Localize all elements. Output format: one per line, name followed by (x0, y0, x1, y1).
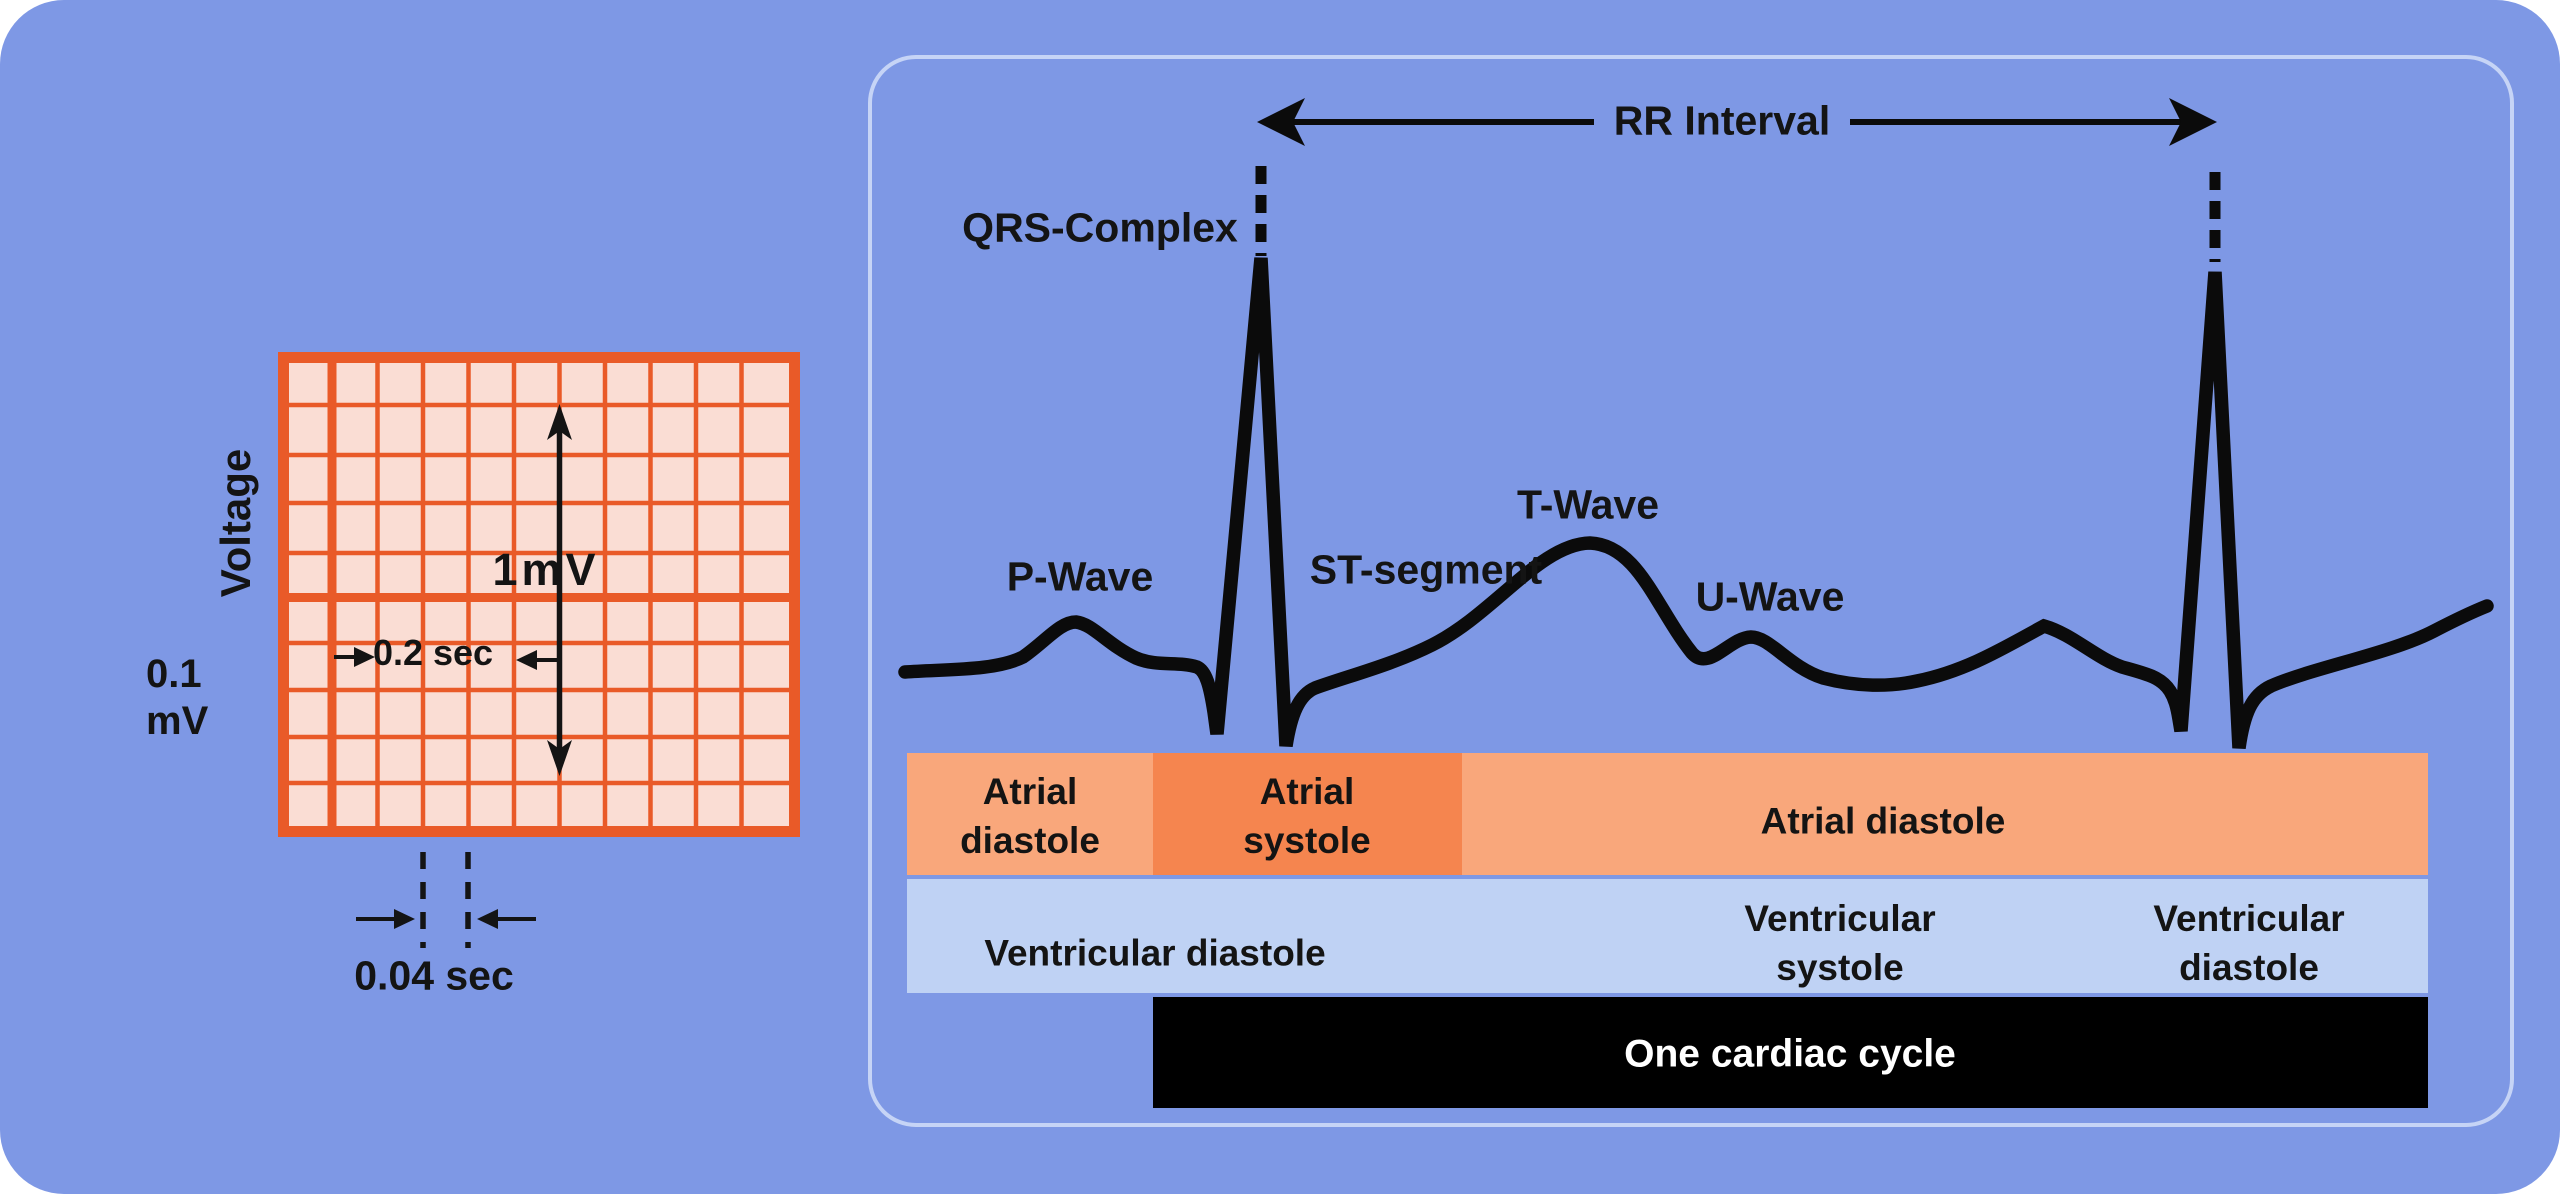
small-box-voltage-line2: mV (146, 699, 209, 743)
arrow-left-icon (516, 650, 537, 670)
small-box-voltage-line1: 0.1 (146, 652, 202, 696)
atrial-systole-bar (1153, 753, 1462, 875)
bar-label-line: diastole (960, 820, 1100, 861)
small-box-time-markers (356, 852, 536, 948)
big-box-time-label: 0.2 sec (372, 632, 494, 673)
arrow-right-icon (394, 909, 415, 929)
ventricular-diastole-right-label: Ventricular diastole (2153, 894, 2344, 992)
arrow-right-icon (354, 647, 375, 667)
small-box-voltage-label: 0.1 mV (146, 651, 208, 745)
arrow-up-icon (547, 404, 572, 440)
st-segment-label: ST-segment (1309, 546, 1543, 593)
ventricular-phase-bar (907, 879, 2428, 993)
bar-label-line: Ventricular (2153, 898, 2345, 939)
t-wave-label: T-Wave (1516, 481, 1660, 528)
one-mv-label: 1mV (492, 544, 600, 595)
atrial-diastole-bar-left (907, 753, 1153, 875)
u-wave-label: U-Wave (1695, 573, 1845, 620)
bar-label-line: Atrial (982, 771, 1078, 812)
ventricular-diastole-left-label: Ventricular diastole (984, 929, 1325, 978)
small-box-time-label: 0.04 sec (354, 952, 514, 999)
bar-label-line: Ventricular (1744, 898, 1936, 939)
bar-label-line: systole (1243, 820, 1371, 861)
qrs-complex-label: QRS-Complex (962, 204, 1238, 251)
calibration-grid (278, 352, 800, 837)
voltage-axis-label: Voltage (212, 448, 259, 598)
arrow-left-icon (477, 909, 498, 929)
ventricular-systole-label: Ventricular systole (1744, 894, 1935, 992)
bar-label-line: diastole (2179, 947, 2319, 988)
bar-label-line: Atrial diastole (1760, 800, 2006, 842)
grid-thick-lines (289, 358, 795, 831)
bar-label-line: Atrial (1259, 771, 1355, 812)
bar-label-line: Ventricular diastole (984, 932, 1326, 974)
cardiac-cycle-label: One cardiac cycle (1624, 1032, 1956, 1076)
p-wave-label: P-Wave (1006, 553, 1154, 600)
bar-label-line: systole (1776, 947, 1904, 988)
ecg-trace (898, 257, 2494, 749)
r-peak-dashed-lines (1255, 166, 2221, 262)
arrow-left-icon (1257, 98, 1305, 146)
rr-interval-arrow (1257, 98, 2217, 146)
atrial-systole-label: Atrial systole (1243, 767, 1371, 865)
arrow-right-icon (2169, 98, 2217, 146)
atrial-diastole-left-label: Atrial diastole (960, 767, 1100, 865)
atrial-diastole-bar-right (1462, 753, 2428, 875)
one-mv-arrow (547, 404, 572, 776)
atrial-diastole-right-label: Atrial diastole (1761, 797, 2006, 846)
big-box-time-arrows (334, 647, 557, 670)
waveform-panel (868, 55, 2514, 1127)
cardiac-cycle-bar (1153, 997, 2428, 1108)
arrow-down-icon (547, 740, 572, 776)
rr-interval-label: RR Interval (1613, 97, 1831, 144)
